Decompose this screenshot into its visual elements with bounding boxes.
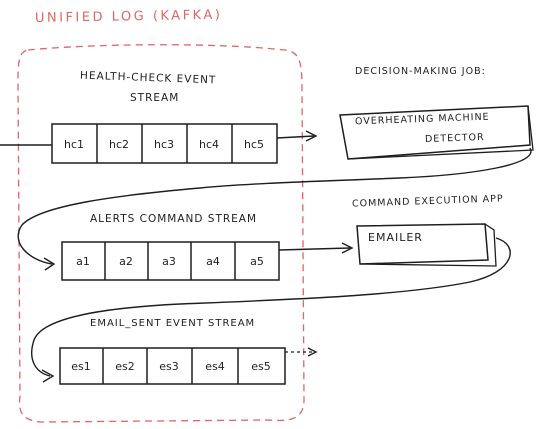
alert-cell-4: a4 (206, 255, 220, 268)
es-cell-4: es4 (205, 360, 225, 373)
detector-label-line2: DETECTOR (424, 131, 485, 146)
unified-log-title: UNIFIED LOG (KAFKA) (35, 8, 223, 26)
emailer-box (356, 223, 497, 267)
emailer-label: EMAILER (368, 231, 423, 244)
es-cell-5: es5 (251, 360, 271, 373)
detector-to-alerts-curve (17, 147, 532, 265)
es-cell-3: es3 (159, 360, 179, 373)
decision-job-heading: DECISION-MAKING JOB: (355, 66, 486, 77)
alert-cell-2: a2 (119, 255, 133, 268)
hc-cell-4: hc4 (199, 138, 219, 151)
alert-cell-1: a1 (76, 255, 90, 268)
hc-cell-3: hc3 (154, 138, 174, 151)
hc-cell-1: hc1 (64, 138, 84, 151)
hc-to-detector-arrowhead (305, 130, 318, 142)
emailer-to-email-sent-curve (31, 237, 511, 377)
alerts-to-emailer-arrow (278, 247, 351, 251)
unified-log-boundary (17, 44, 305, 423)
email-sent-output-arrowhead (307, 347, 318, 357)
alerts-to-emailer-arrowhead (341, 242, 354, 254)
es-cell-2: es2 (115, 360, 135, 373)
alerts-stream-log: a1 a2 a3 a4 a5 (61, 241, 280, 281)
hc-cell-5: hc5 (244, 138, 264, 151)
hc-to-detector-arrow (276, 135, 315, 139)
email-sent-stream-label: EMAIL_SENT EVENT STREAM (90, 318, 256, 329)
hc-stream-label-line2: STREAM (130, 92, 180, 104)
alerts-stream-label: ALERTS COMMAND STREAM (90, 213, 258, 225)
emailer-to-email-sent-arrowhead (41, 369, 55, 383)
overheating-detector-box (339, 105, 534, 160)
health-check-stream-log: hc1 hc2 hc3 hc4 hc5 (51, 123, 278, 164)
detector-to-alerts-arrowhead (43, 257, 56, 271)
hc-cell-2: hc2 (109, 138, 129, 151)
alert-cell-5: a5 (250, 255, 264, 268)
es-cell-1: es1 (71, 360, 91, 373)
alert-cell-3: a3 (162, 255, 176, 268)
email-sent-stream-log: es1 es2 es3 es4 es5 (59, 347, 286, 385)
